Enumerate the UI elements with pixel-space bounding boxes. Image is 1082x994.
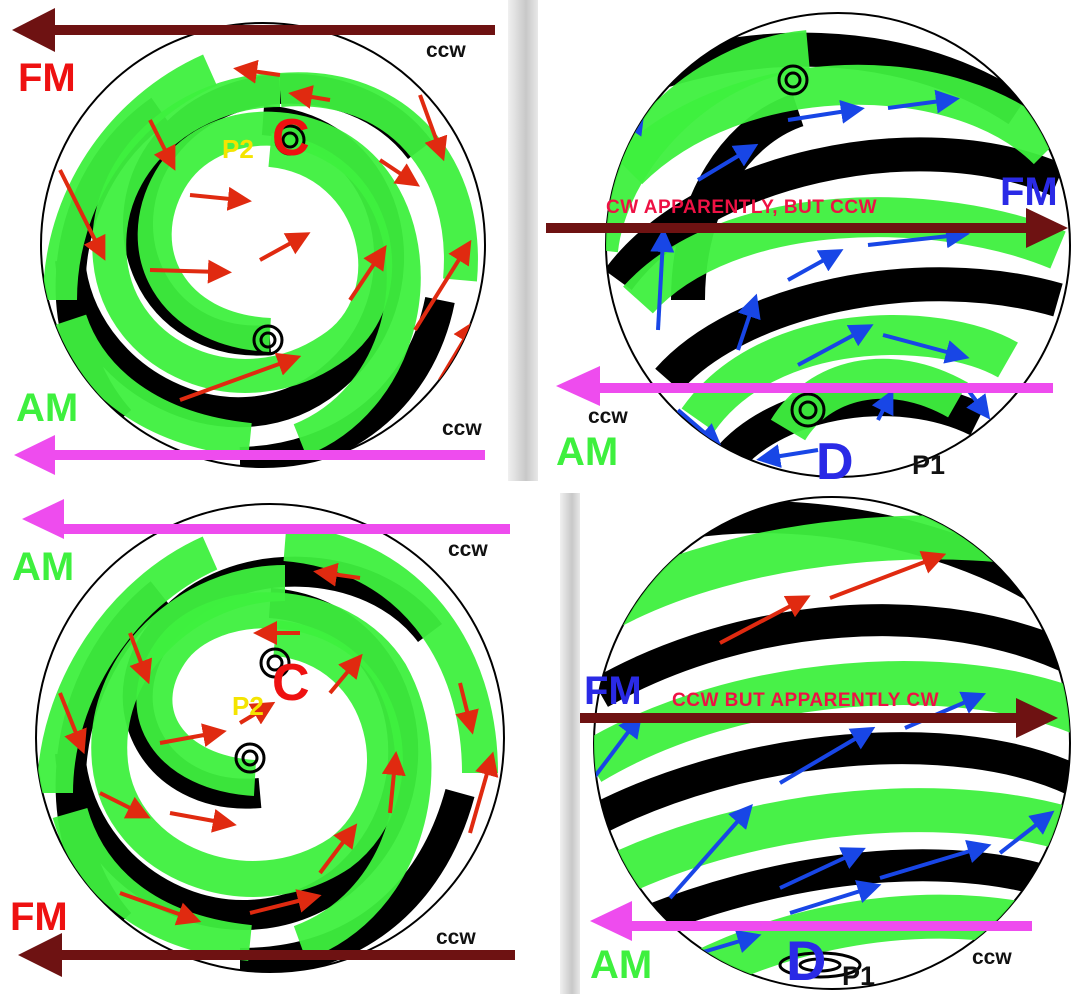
panel-bottom-right: FM CCW BUT APPARENTLY CW AM D P1 ccw [580,493,1082,994]
center-label-d: D [816,433,854,481]
fm-label: FM [1000,170,1058,214]
fm-arrow-head [18,933,62,977]
ccw-label: ccw [588,405,628,428]
point-label-p1: P1 [842,961,876,991]
point-label-p2: P2 [232,691,264,721]
fm-label: FM [584,669,642,713]
spiral-sphere-bottom-left [18,499,515,977]
fm-arrow-head [1016,698,1058,738]
center-label-c: C [272,654,310,712]
panel-top-left: FM ccw AM ccw C P2 [0,0,515,481]
fm-arrow-head [1026,208,1068,248]
ccw-label: ccw [426,39,466,62]
center-label-d: D [786,929,827,992]
ccw-label: ccw [972,946,1012,969]
am-label: AM [12,545,75,589]
fm-label: FM [18,56,76,100]
rotation-banner: CW APPARENTLY, BUT CCW [606,197,878,218]
panel-divider [560,493,580,994]
am-arrow-head [14,435,55,475]
am-label: AM [590,943,653,987]
am-arrow-head [556,366,600,406]
ccw-label: ccw [436,926,476,949]
fm-label: FM [10,895,68,939]
point-label-p1: P1 [912,450,946,480]
spiral-sphere-top-right [546,12,1071,478]
am-label: AM [16,386,79,430]
panel-divider [508,0,538,481]
panel-top-right: FM CW APPARENTLY, BUT CCW ccw AM D P1 [538,0,1082,481]
row-divider [0,481,1082,493]
am-arrow-head [22,499,64,539]
ccw-label: ccw [442,417,482,440]
panel-bottom-left: AM ccw FM ccw C P2 [0,493,560,994]
am-arrow-head [590,901,632,941]
spiral-sphere-bottom-right [580,496,1071,990]
point-label-p2: P2 [222,134,254,164]
spiral-sphere-top-left [12,8,495,475]
am-label: AM [556,430,619,474]
center-label-c: C [272,109,310,167]
rotation-banner: CCW BUT APPARENTLY CW [672,690,939,711]
ccw-label: ccw [448,538,488,561]
fm-arrow-head [12,8,55,52]
